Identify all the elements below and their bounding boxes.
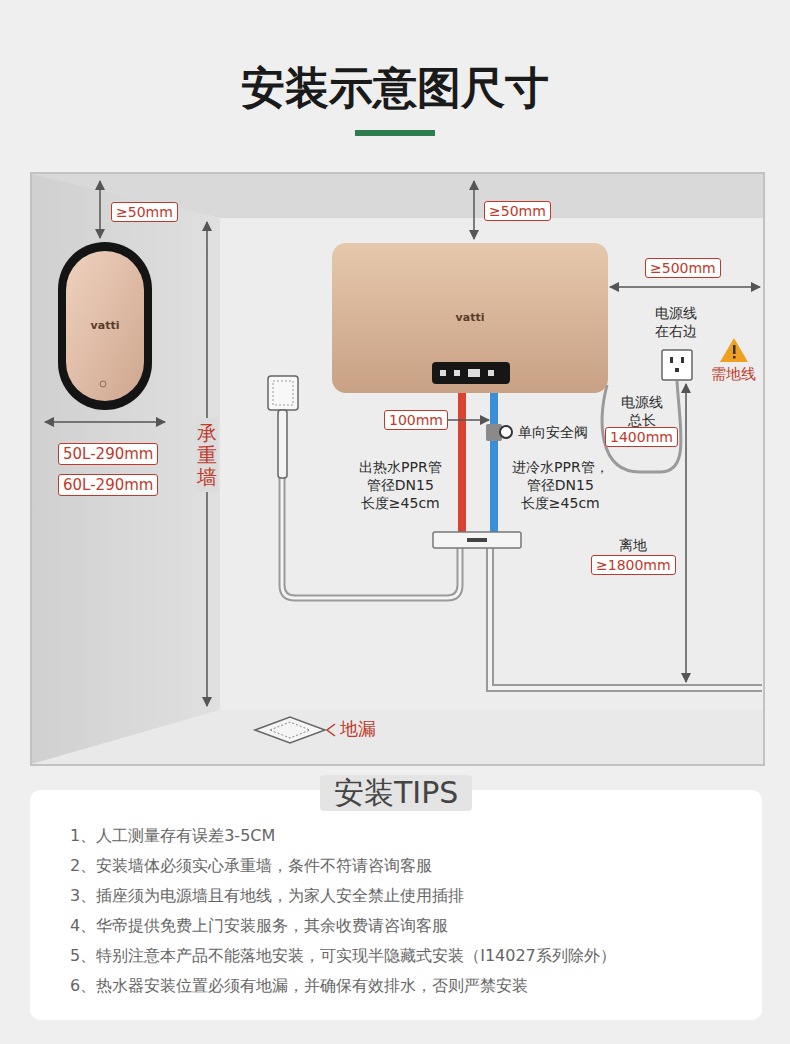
dimension-arrow <box>99 181 101 238</box>
dimension-text: 1400mm <box>610 429 673 445</box>
dimension-text: ≥1800mm <box>596 557 671 573</box>
water-heater: vatti <box>332 243 608 393</box>
annotation: 离地 <box>619 536 647 554</box>
dimension-box: 1400mm <box>605 427 678 447</box>
drain-grate <box>270 722 310 738</box>
wall-label: 承重墙 <box>196 418 218 492</box>
title-underline <box>355 130 435 136</box>
annotation: 电源线 在右边 <box>655 304 697 340</box>
brand-logo: vatti <box>58 319 152 333</box>
dimension-text: ≥50mm <box>489 203 546 219</box>
water-pipe <box>490 548 762 688</box>
page-title: 安装示意图尺寸 <box>0 58 790 118</box>
display-icon <box>440 370 446 376</box>
display-icon <box>454 370 460 376</box>
floor-drain <box>255 717 325 743</box>
dimension-box: ≥50mm <box>484 201 551 221</box>
dimension-text: 50L-290mm <box>63 445 153 463</box>
hot-pipe <box>458 393 466 533</box>
drain-pointer <box>327 724 335 736</box>
tip-line: 6、热水器安装位置必须有地漏，并确保有效排水，否则严禁安装 <box>30 971 762 1001</box>
power-socket <box>662 350 692 380</box>
back-wall <box>220 218 763 710</box>
tip-line: 5、特别注意本产品不能落地安装，可实现半隐藏式安装（I14027系列除外） <box>30 941 762 971</box>
tip-line: 1、人工测量存有误差3-5CM <box>30 821 762 851</box>
dimension-text: ≥500mm <box>650 260 716 276</box>
socket-hole <box>681 357 684 363</box>
water-heater-front: vatti <box>58 242 152 410</box>
room-frame <box>31 173 764 765</box>
shower-head <box>268 376 298 410</box>
dimension-text: 100mm <box>389 412 443 428</box>
tip-line: 3、插座须为电源墙且有地线，为家人安全禁止使用插排 <box>30 881 762 911</box>
dimension-box: ≥1800mm <box>591 555 676 575</box>
dimension-arrow <box>45 421 165 423</box>
dimension-text: ≥50mm <box>116 204 173 220</box>
warning-mark <box>733 356 736 359</box>
warning-mark <box>733 345 736 354</box>
annotation: 进冷水PPR管， 管径DN15 长度≥45cm <box>512 458 609 512</box>
valve-knob <box>500 426 512 438</box>
annotation: 出热水PPR管 管径DN15 长度≥45cm <box>359 458 442 512</box>
tip-line: 4、华帝提供免费上门安装服务，其余收费请咨询客服 <box>30 911 762 941</box>
dimension-box: ≥500mm <box>645 258 721 278</box>
dimension-text: 60L-290mm <box>63 476 153 494</box>
dimension-arrow <box>448 419 489 421</box>
heater-rim <box>58 242 152 410</box>
shower-holes <box>273 381 293 405</box>
dimension-box: 50L-290mm <box>58 443 158 465</box>
tips-tab: 安装TIPS <box>320 775 472 811</box>
dimension-arrow <box>685 384 687 682</box>
dimension-text: 安装TIPS <box>334 775 458 810</box>
socket-hole <box>675 368 679 372</box>
water-pipe-inner <box>490 548 762 688</box>
heater-shell <box>332 243 608 393</box>
annotation: 电源线 总长 <box>621 393 663 429</box>
brand-logo: vatti <box>332 311 608 325</box>
socket-hole <box>670 357 673 363</box>
mixer-handle <box>467 538 487 542</box>
dimension-box: 100mm <box>384 410 448 430</box>
dimension-box: 60L-290mm <box>58 474 158 496</box>
floor <box>32 710 763 764</box>
dimension-arrow <box>610 286 760 288</box>
warning-triangle <box>720 338 748 362</box>
cold-pipe <box>490 393 498 533</box>
tips-panel: 1、人工测量存有误差3-5CM2、安装墙体必须实心承重墙，条件不符请咨询客服3、… <box>30 790 762 1020</box>
annotation: 需地线 <box>711 365 756 384</box>
dimension-arrow <box>473 181 475 239</box>
left-wall <box>32 174 220 764</box>
display-icon <box>488 370 494 376</box>
shower-handle <box>278 410 287 478</box>
power-cord <box>602 381 681 472</box>
heater-button <box>100 381 106 387</box>
tip-line: 2、安装墙体必须实心承重墙，条件不符请咨询客服 <box>30 851 762 881</box>
mixer-valve <box>433 532 521 548</box>
display-icon <box>468 369 480 377</box>
annotation: 单向安全阀 <box>518 423 588 441</box>
dimension-box: ≥50mm <box>111 202 178 222</box>
annotation: 地漏 <box>340 718 376 740</box>
heater-display <box>432 362 510 384</box>
